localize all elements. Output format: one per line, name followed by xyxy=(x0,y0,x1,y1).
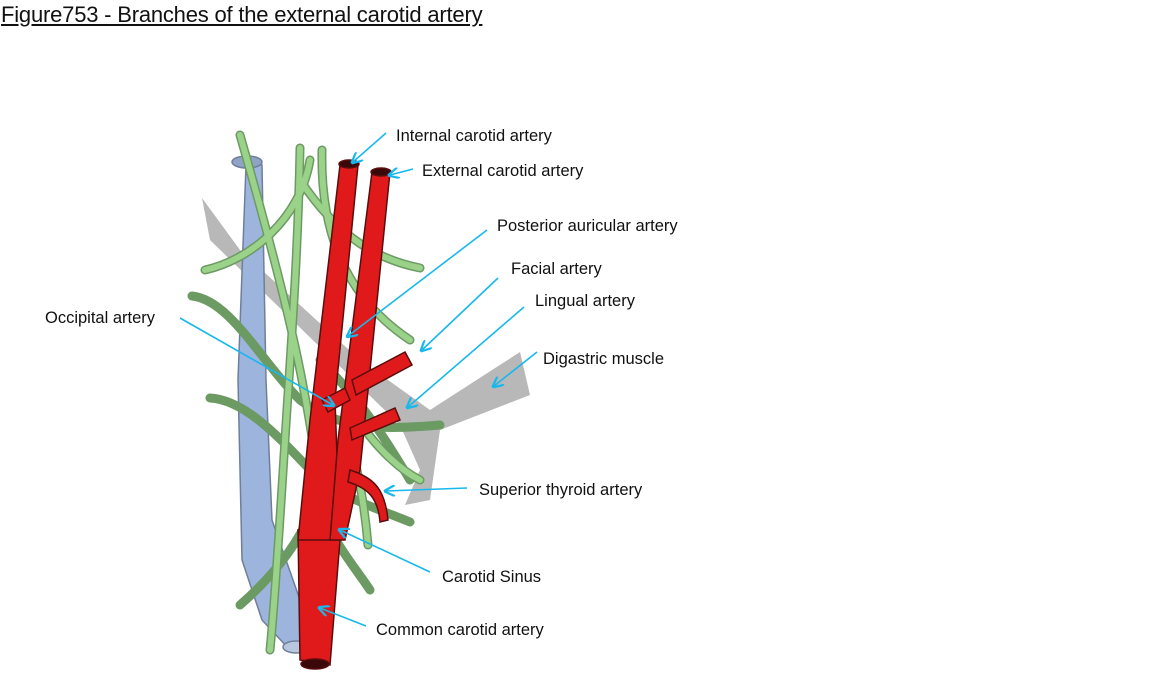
label-posterior-auricular-artery: Posterior auricular artery xyxy=(497,217,678,235)
label-common-carotid-artery: Common carotid artery xyxy=(376,621,545,639)
pointer-facial xyxy=(422,277,499,350)
label-lingual-artery: Lingual artery xyxy=(535,292,636,310)
label-facial-artery: Facial artery xyxy=(511,260,603,278)
pointer-lingual xyxy=(408,306,525,407)
label-internal-carotid-artery: Internal carotid artery xyxy=(396,127,553,145)
arteries xyxy=(297,159,414,670)
pointer-posterior-auricular xyxy=(348,229,488,336)
superior-thyroid-artery-branch xyxy=(347,469,389,523)
pointer-common-carotid xyxy=(320,608,367,627)
label-carotid-sinus: Carotid Sinus xyxy=(442,568,541,586)
pointer-internal-carotid xyxy=(353,132,387,162)
pointer-digastric xyxy=(494,351,538,386)
label-digastric-muscle: Digastric muscle xyxy=(543,350,664,368)
pointer-occipital xyxy=(179,317,333,405)
pointer-lines xyxy=(179,132,538,627)
figure-title: Figure753 - Branches of the external car… xyxy=(1,2,483,27)
label-superior-thyroid-artery: Superior thyroid artery xyxy=(479,481,643,499)
facial-artery-branch xyxy=(351,350,414,397)
pointer-superior-thyroid xyxy=(386,488,468,491)
lingual-artery-branch xyxy=(349,407,401,442)
common-carotid-artery xyxy=(297,529,341,666)
pointer-carotid-sinus xyxy=(340,530,431,573)
pointer-external-carotid xyxy=(390,169,414,175)
label-external-carotid-artery: External carotid artery xyxy=(422,162,584,180)
label-occipital-artery: Occipital artery xyxy=(45,309,156,327)
